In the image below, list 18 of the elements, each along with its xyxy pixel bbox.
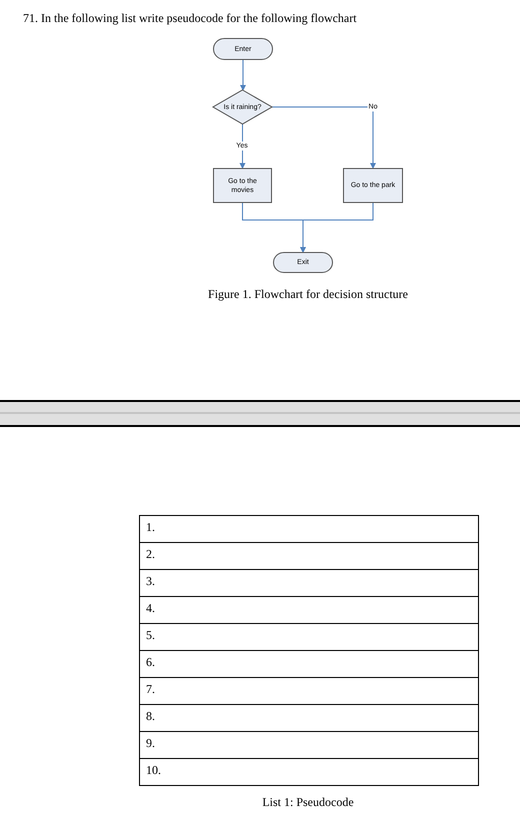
table-cell: 1. xyxy=(140,516,478,542)
arrow xyxy=(240,124,246,169)
table-cell: 3. xyxy=(140,570,478,596)
table-cell: 9. xyxy=(140,732,478,758)
arrow xyxy=(300,202,374,253)
arrow xyxy=(240,60,246,91)
table-cell: 10. xyxy=(140,758,478,786)
table-cell: 8. xyxy=(140,704,478,732)
table-cell: 4. xyxy=(140,596,478,624)
heading: 71. In the following list write pseudocode for the following flowchart xyxy=(23,11,357,26)
table-cell: 5. xyxy=(140,624,478,650)
table-cell: 6. xyxy=(140,650,478,678)
table-caption: List 1: Pseudocode xyxy=(262,795,354,810)
divider-bar xyxy=(0,400,520,427)
table-cell: 2. xyxy=(140,542,478,570)
table-cell: 7. xyxy=(140,678,478,704)
figure-caption: Figure 1. Flowchart for decision structure xyxy=(208,287,408,302)
arrow xyxy=(272,106,376,169)
